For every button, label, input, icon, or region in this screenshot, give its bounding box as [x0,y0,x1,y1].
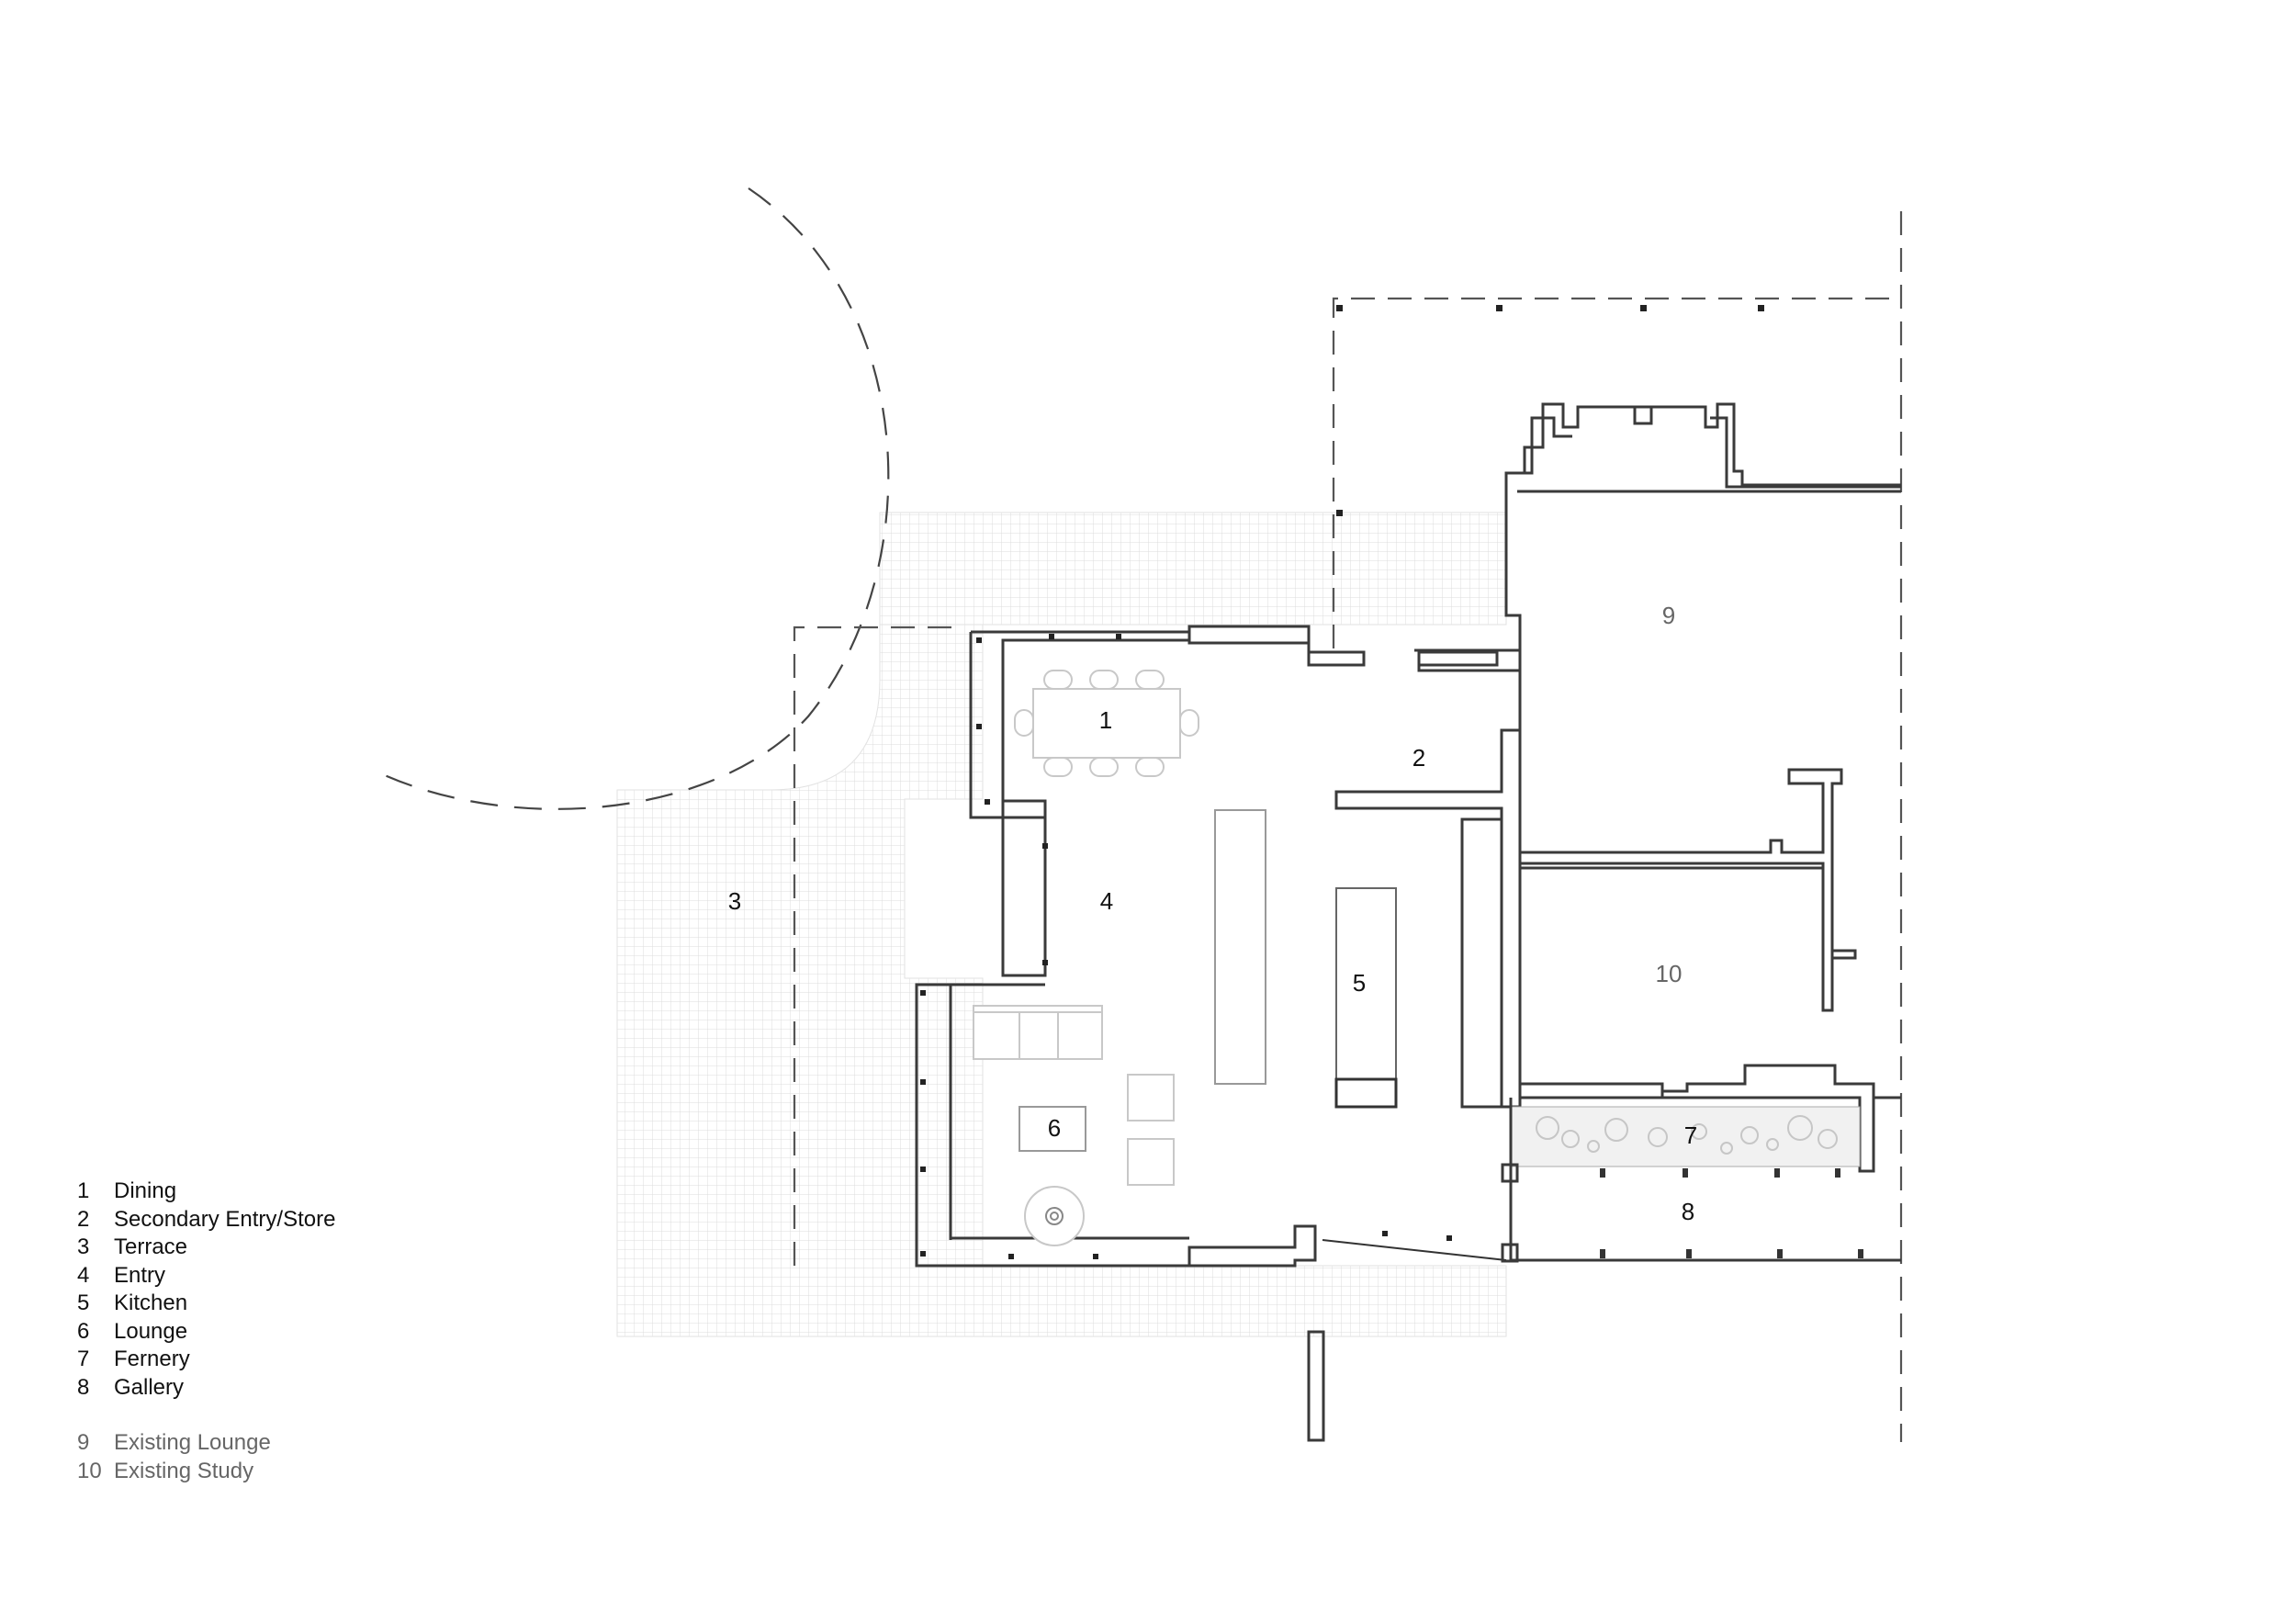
kitchen-island [1334,887,1398,1109]
entry-bench [1214,809,1266,1085]
boundary-posts [1336,305,1764,516]
room-label-1: 1 [1099,706,1112,734]
room-label-8: 8 [1682,1198,1694,1225]
dining-table [1014,670,1199,777]
legend-spacer [77,1402,335,1429]
room-label-6: 6 [1048,1114,1061,1142]
room-label-4: 4 [1100,887,1113,915]
lounge-furniture [973,1005,1175,1246]
tree-canopy-outline [376,187,890,810]
gallery-post-markers [1600,1168,1863,1258]
extension-posts [920,634,1452,1259]
room-label-9: 9 [1662,602,1675,629]
terrace-paving [616,512,1507,1337]
extension-walls [915,625,1499,1268]
room-label-7: 7 [1684,1121,1697,1149]
room-label-2: 2 [1412,744,1425,772]
gallery-rail [1501,1098,1901,1263]
room-labels: 1 2 3 4 5 6 7 8 9 10 [728,602,1697,1225]
room-label-5: 5 [1353,969,1366,997]
room-label-10: 10 [1656,960,1683,987]
gallery-column [1307,1330,1325,1442]
coffee-table [1019,1106,1086,1152]
boundary-lines [793,211,1903,1442]
room-label-3: 3 [728,887,741,915]
existing-walls [1414,402,1901,1173]
fernery-plants [1536,1115,1838,1155]
glazing-line [1322,1239,1507,1261]
